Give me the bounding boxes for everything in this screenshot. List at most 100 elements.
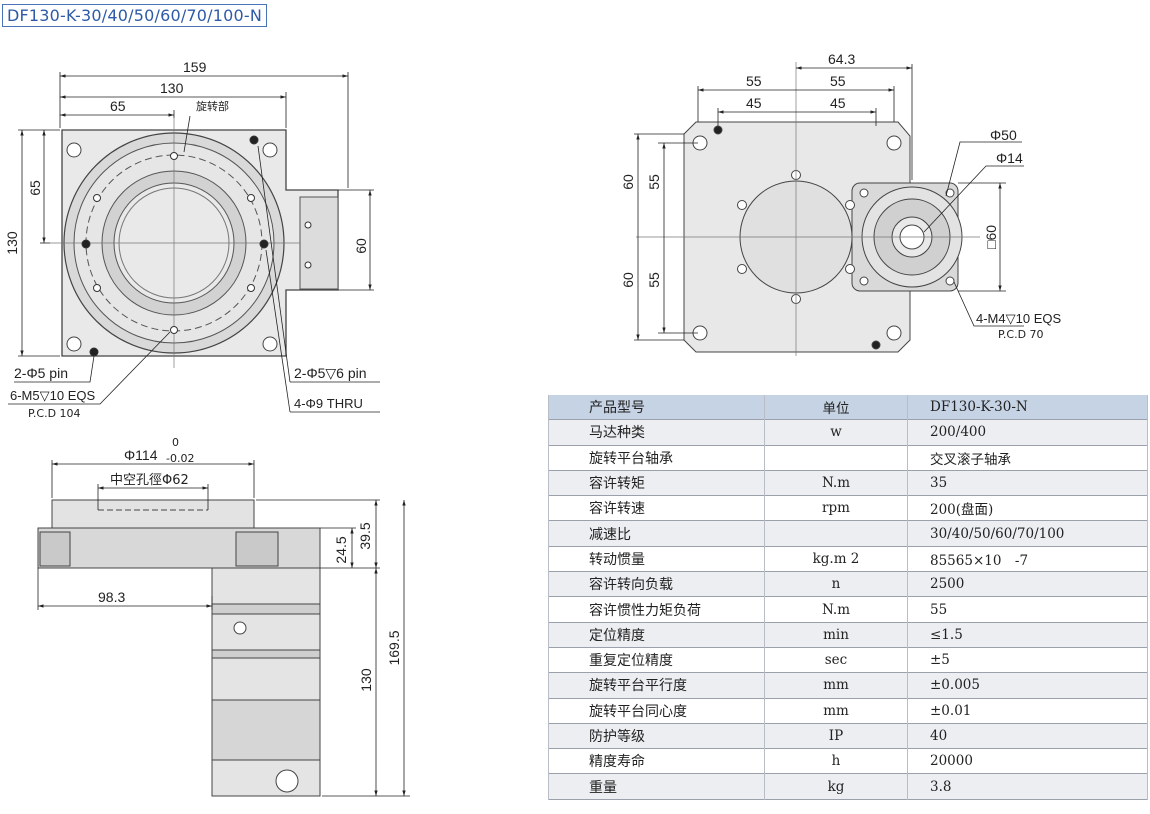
dim-45-left: 45 [746,95,762,111]
spec-value-cell: 40 [907,723,1148,749]
spec-name-cell: 容许转矩 [548,470,765,496]
spec-value-cell: ±5 [907,647,1148,673]
dim-64-3: 64.3 [828,51,855,67]
dim-55-lower: 55 [646,272,662,288]
dim-phi50: Φ50 [990,127,1017,143]
spec-name-cell: 重复定位精度 [548,647,765,673]
dim-55-upper: 55 [646,174,662,190]
spec-name-cell: 容许转向负载 [548,571,765,597]
spec-name-cell: 容许惯性力矩负荷 [548,596,765,623]
spec-name-cell: 减速比 [548,520,765,547]
thread-callout: 6-M5▽10 EQS [10,388,95,403]
spec-value-cell: ≤1.5 [907,622,1148,648]
m4-thread-callout: 4-M4▽10 EQS [976,311,1061,326]
spec-value-cell: 20000 [907,748,1148,774]
dim-159: 159 [183,59,207,75]
tolerance-upper: 0 [172,436,179,449]
spec-value-cell: 2500 [907,571,1148,597]
spec-unit-cell: mm [764,698,908,724]
spec-unit-cell: min [764,622,908,648]
spec-name-cell: 转动惯量 [548,546,765,572]
spec-name-cell: 重量 [548,773,765,800]
pin-callout: 2-Φ5 pin [14,365,68,381]
dim-169-5: 169.5 [386,630,402,665]
dim-98-3: 98.3 [98,589,125,605]
spec-name-cell: 定位精度 [548,622,765,648]
spec-value-cell: 交叉滚子轴承 [907,445,1148,471]
spec-name-cell: 马达种类 [548,419,765,446]
spec-unit-cell: mm [764,672,908,699]
spec-value-cell: 35 [907,470,1148,496]
spec-name-cell: 旋转平台同心度 [548,698,765,724]
dim-55-left: 55 [746,73,762,89]
spec-unit-cell: kg.m 2 [764,546,908,572]
pcd-70-label: P.C.D 70 [998,328,1044,341]
spec-unit-cell: w [764,419,908,446]
dim-45-right: 45 [830,95,846,111]
dim-square-60: □60 [983,225,999,249]
header-model-value: DF130-K-30-N [907,395,1148,420]
spec-value-cell: 55 [907,596,1148,623]
dim-phi114: Φ114 [124,447,158,463]
pin-depth-callout: 2-Φ5▽6 pin [294,365,367,381]
tolerance-lower: -0.02 [166,452,194,465]
spec-name-cell: 旋转平台轴承 [548,445,765,471]
dim-130-motor: 130 [358,668,374,692]
spec-unit-cell [764,520,908,547]
spec-unit-cell: rpm [764,495,908,521]
side-view: Φ114 0 -0.02 中空孔徑Φ62 39.5 24.5 98.3 169.… [37,436,410,797]
dim-60-vertical: 60 [353,238,369,254]
hollow-bore-label: 中空孔徑Φ62 [110,473,189,488]
dim-60-upper: 60 [620,174,636,190]
spec-header-row: 产品型号 单位 DF130-K-30-N [548,395,1148,420]
spec-value-cell: 200/400 [907,419,1148,446]
thru-hole-callout: 4-Φ9 THRU [294,396,363,411]
spec-unit-cell: N.m [764,596,908,623]
spec-unit-cell: h [764,748,908,774]
spec-value-cell: 30/40/50/60/70/100 [907,520,1148,547]
spec-unit-cell: sec [764,647,908,673]
spec-name-cell: 容许转速 [548,495,765,521]
dim-55-right: 55 [830,73,846,89]
spec-unit-cell: IP [764,723,908,749]
header-product-model: 产品型号 [548,395,765,420]
back-view: 64.3 55 55 45 45 60 55 60 55 Φ50 Φ14 □60… [620,51,1061,356]
dim-24-5: 24.5 [333,536,349,563]
dim-65: 65 [110,98,126,114]
table-row: 减速比 30/40/50/60/70/100 [548,520,1148,547]
dim-phi14: Φ14 [996,150,1023,166]
top-view: 159 130 65 65 130 60 旋转部 2-Φ5 pin 6-M5▽1… [4,59,380,420]
rotating-part-label: 旋转部 [196,99,229,113]
dim-130-vertical: 130 [4,231,20,255]
table-row: 旋转平台轴承 交叉滚子轴承 [548,445,1148,471]
spec-unit-cell: N.m [764,470,908,496]
spec-value-cell: ±0.01 [907,698,1148,724]
dim-65-vertical: 65 [27,180,43,196]
spec-unit-cell: n [764,571,908,597]
spec-value-cell: 200(盘面) [907,495,1148,521]
dim-39-5: 39.5 [357,522,373,549]
spec-name-cell: 精度寿命 [548,748,765,774]
spec-value-cell: 3.8 [907,773,1148,800]
spec-unit-cell: kg [764,773,908,800]
header-unit: 单位 [764,395,908,420]
spec-name-cell: 旋转平台平行度 [548,672,765,699]
spec-unit-cell [764,445,908,471]
spec-value-cell: 85565×10 -7 [907,546,1148,572]
drawing-title: DF130-K-30/40/50/60/70/100-N [2,4,268,27]
